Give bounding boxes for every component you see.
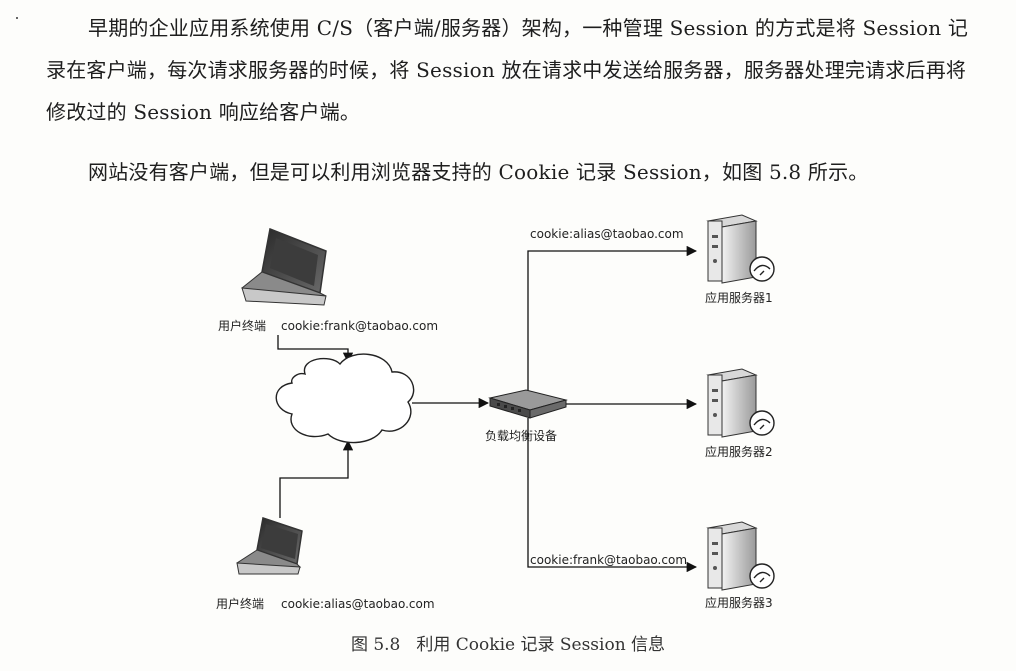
client-top-cookie: cookie:frank@taobao.com: [281, 319, 438, 333]
figure-caption-text: 利用 Cookie 记录 Session 信息: [416, 635, 666, 655]
client-bottom-cookie: cookie:alias@taobao.com: [281, 597, 435, 611]
laptop-top-icon: [241, 227, 327, 306]
server-3-icon: [706, 521, 775, 591]
client-bottom-label: 用户终端: [216, 596, 264, 611]
edge-balancer-to-server-1: [527, 245, 698, 392]
figure-number: 图 5.8: [350, 635, 401, 655]
server-1-cookie: cookie:alias@taobao.com: [530, 227, 684, 241]
server-1-icon: [706, 214, 775, 284]
edge-balancer-to-server-3: [527, 418, 698, 573]
paragraph-intro: 早期的企业应用系统使用 C/S（客户端/服务器）架构，一种管理 Session …: [46, 16, 969, 124]
client-top-label: 用户终端: [218, 318, 266, 333]
server-2-icon: [706, 368, 775, 438]
load-balancer-label: 负载均衡设备: [485, 429, 557, 443]
edge-bottom-client-to-cloud: [279, 439, 354, 518]
load-balancer-icon: [488, 389, 568, 419]
server-3-cookie: cookie:frank@taobao.com: [530, 553, 687, 567]
paragraph-cookie: 网站没有客户端，但是可以利用浏览器支持的 Cookie 记录 Session，如…: [88, 160, 869, 184]
figure-caption: 图 5.8 利用 Cookie 记录 Session 信息: [0, 630, 1016, 655]
laptop-bottom-icon: [236, 517, 303, 575]
scan-speck: [16, 17, 18, 19]
server-1-label: 应用服务器1: [705, 290, 773, 305]
internet-cloud-icon: [275, 353, 415, 444]
server-2-label: 应用服务器2: [705, 444, 773, 459]
connectors: [277, 245, 698, 573]
server-3-label: 应用服务器3: [705, 595, 773, 610]
edge-top-client-to-cloud: [277, 335, 354, 364]
